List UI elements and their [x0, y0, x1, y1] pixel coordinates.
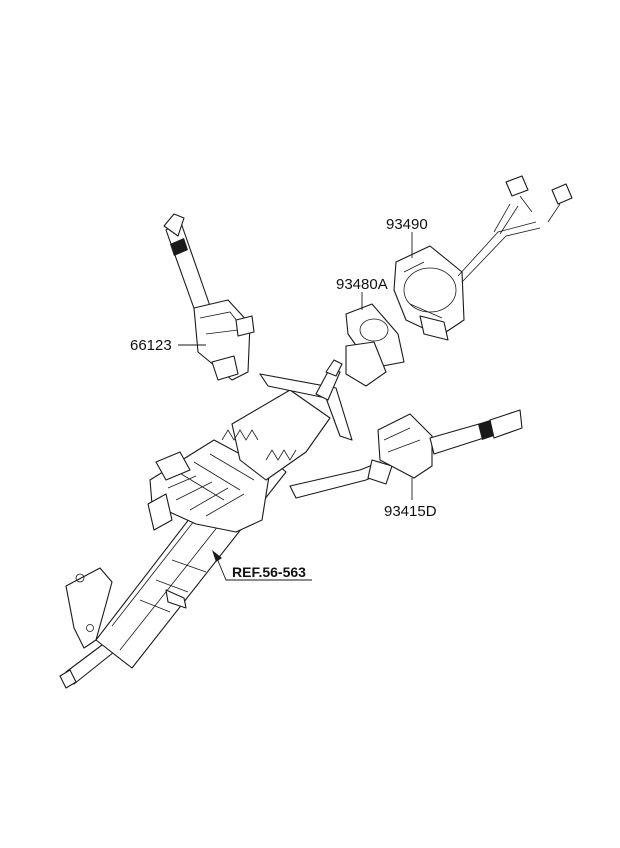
- part-number-93480a: 93480A: [336, 276, 388, 293]
- part-number-66123: 66123: [130, 337, 172, 354]
- reference-label: REF.56-563: [232, 564, 306, 580]
- part-number-93490: 93490: [386, 216, 428, 233]
- multifunction-switch-left: [163, 213, 255, 381]
- multifunction-switch-right: [377, 409, 523, 479]
- clock-spring: [393, 175, 573, 341]
- steering-angle-sensor: [345, 303, 405, 387]
- part-number-93415d: 93415D: [384, 503, 437, 520]
- leader-lines: [178, 232, 413, 581]
- steering-column-assembly: [59, 359, 393, 689]
